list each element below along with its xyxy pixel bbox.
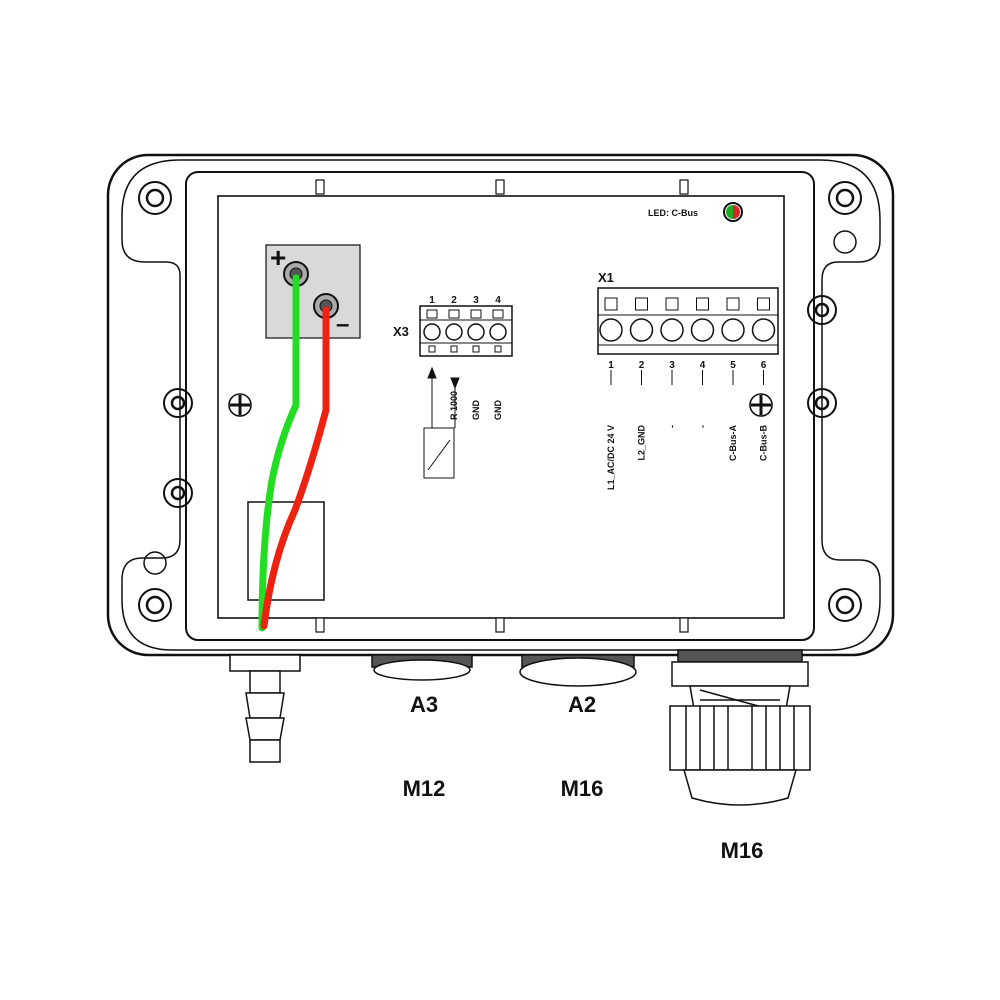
x1-slot-top (696, 297, 709, 311)
x1-pin-number: 4 (700, 360, 706, 371)
hose-barb-fitting (229, 654, 301, 763)
minus-sign: – (336, 311, 349, 338)
x3-slot-top (448, 309, 460, 319)
x1-slot-top (635, 297, 648, 311)
pressure-terminal-plate (265, 244, 361, 339)
a3-thread-label: M12 (403, 776, 446, 801)
screw-icon-right (749, 393, 773, 417)
x1-slots (599, 297, 776, 385)
mounting-hole-right-2 (807, 388, 837, 418)
x3-slot-bottom (450, 345, 458, 353)
x3-screw (467, 323, 485, 341)
x1-screw (721, 318, 745, 342)
plain-hole-left (143, 551, 167, 575)
x1-pin-number: 5 (730, 360, 736, 371)
x3-screw (445, 323, 463, 341)
cable-gland (669, 649, 811, 806)
tube-negative (260, 306, 330, 630)
x1-screw (629, 318, 654, 342)
x1-screw (690, 318, 715, 342)
x3-slot-bottom (428, 345, 436, 353)
x3-screw (423, 323, 441, 341)
x1-signal-label: C-Bus-A (728, 425, 738, 461)
led-green-half (726, 205, 733, 219)
x3-slot-top (492, 309, 504, 319)
x3-pin-number: 2 (451, 295, 457, 306)
mounting-hole-left-1 (163, 388, 193, 418)
led-red-half (733, 205, 740, 219)
x1-slot-top (665, 297, 679, 311)
x1-pin-number: 1 (608, 360, 614, 371)
x1-slot-top (757, 297, 770, 311)
x1-screw (599, 318, 623, 342)
x1-label: X1 (598, 270, 614, 285)
x1-terminal-block: X1 1 2 3 4 5 6 L1_AC/DC 24 V L2_GND - - C-Bus-A C-… (597, 270, 779, 491)
x3-slot-bottom (472, 345, 480, 353)
x1-pin-number: 2 (639, 360, 645, 371)
x1-pin-numbers: 1 2 3 4 5 6 (608, 360, 767, 371)
rtd-sensor-symbol (423, 366, 460, 479)
x3-pin-number: 4 (495, 295, 501, 306)
x1-signal-label: - (698, 425, 708, 428)
x3-pin-numbers: 1 2 3 4 (429, 295, 501, 306)
x3-signal-label: R 1000 (449, 391, 459, 420)
a2-thread-label: M16 (561, 776, 604, 801)
enclosure-housing (106, 153, 895, 657)
x3-slot-bottom (494, 345, 502, 353)
x3-screw (489, 323, 507, 341)
a2-label: A2 (568, 692, 596, 717)
x1-screw (751, 318, 776, 342)
x3-slots (423, 309, 507, 353)
led-label: LED: C-Bus (648, 208, 698, 218)
mounting-hole-bottom-right (828, 588, 862, 622)
x3-slot-top (470, 309, 482, 319)
screw-icon-left (228, 393, 252, 417)
plain-hole-right (833, 230, 857, 254)
mounting-hole-top-right (828, 181, 862, 215)
mounting-hole-bottom-left (138, 588, 172, 622)
x3-slot-top (426, 309, 438, 319)
x1-slot-top (604, 297, 618, 311)
x1-pin-number: 6 (761, 360, 767, 371)
x1-signal-label: L2_GND (637, 425, 647, 461)
mounting-hole-right-1 (807, 295, 837, 325)
gland-thread-label: M16 (721, 838, 764, 863)
x3-terminal-block: X3 1 2 3 4 R 1000 GND GND (393, 295, 513, 420)
pressure-terminal-block: + – (265, 242, 361, 339)
x1-signal-label: C-Bus-B (759, 425, 769, 461)
mounting-hole-top-left (138, 181, 172, 215)
x1-pin-number: 3 (669, 360, 675, 371)
x3-signal-label: GND (471, 400, 481, 421)
x3-signal-label: GND (493, 400, 503, 421)
lid-notches (315, 179, 689, 633)
x1-signal-label: - (667, 425, 677, 428)
plus-sign: + (270, 242, 286, 273)
connector-a2 (519, 654, 637, 687)
mounting-holes (138, 181, 862, 622)
x1-signal-labels: L1_AC/DC 24 V L2_GND - - C-Bus-A C-Bus-B (606, 425, 769, 491)
tube-positive (258, 274, 300, 632)
x1-signal-label: L1_AC/DC 24 V (606, 425, 616, 490)
connector-a3 (371, 654, 473, 681)
x1-slot-top (726, 297, 740, 311)
led-icon (723, 202, 743, 222)
mounting-hole-left-2 (163, 478, 193, 508)
x3-pin-number: 1 (429, 295, 435, 306)
x3-signal-labels: R 1000 GND GND (449, 391, 503, 420)
x3-label: X3 (393, 324, 409, 339)
a3-label: A3 (410, 692, 438, 717)
x3-pin-number: 3 (473, 295, 479, 306)
x1-screw (660, 318, 684, 342)
